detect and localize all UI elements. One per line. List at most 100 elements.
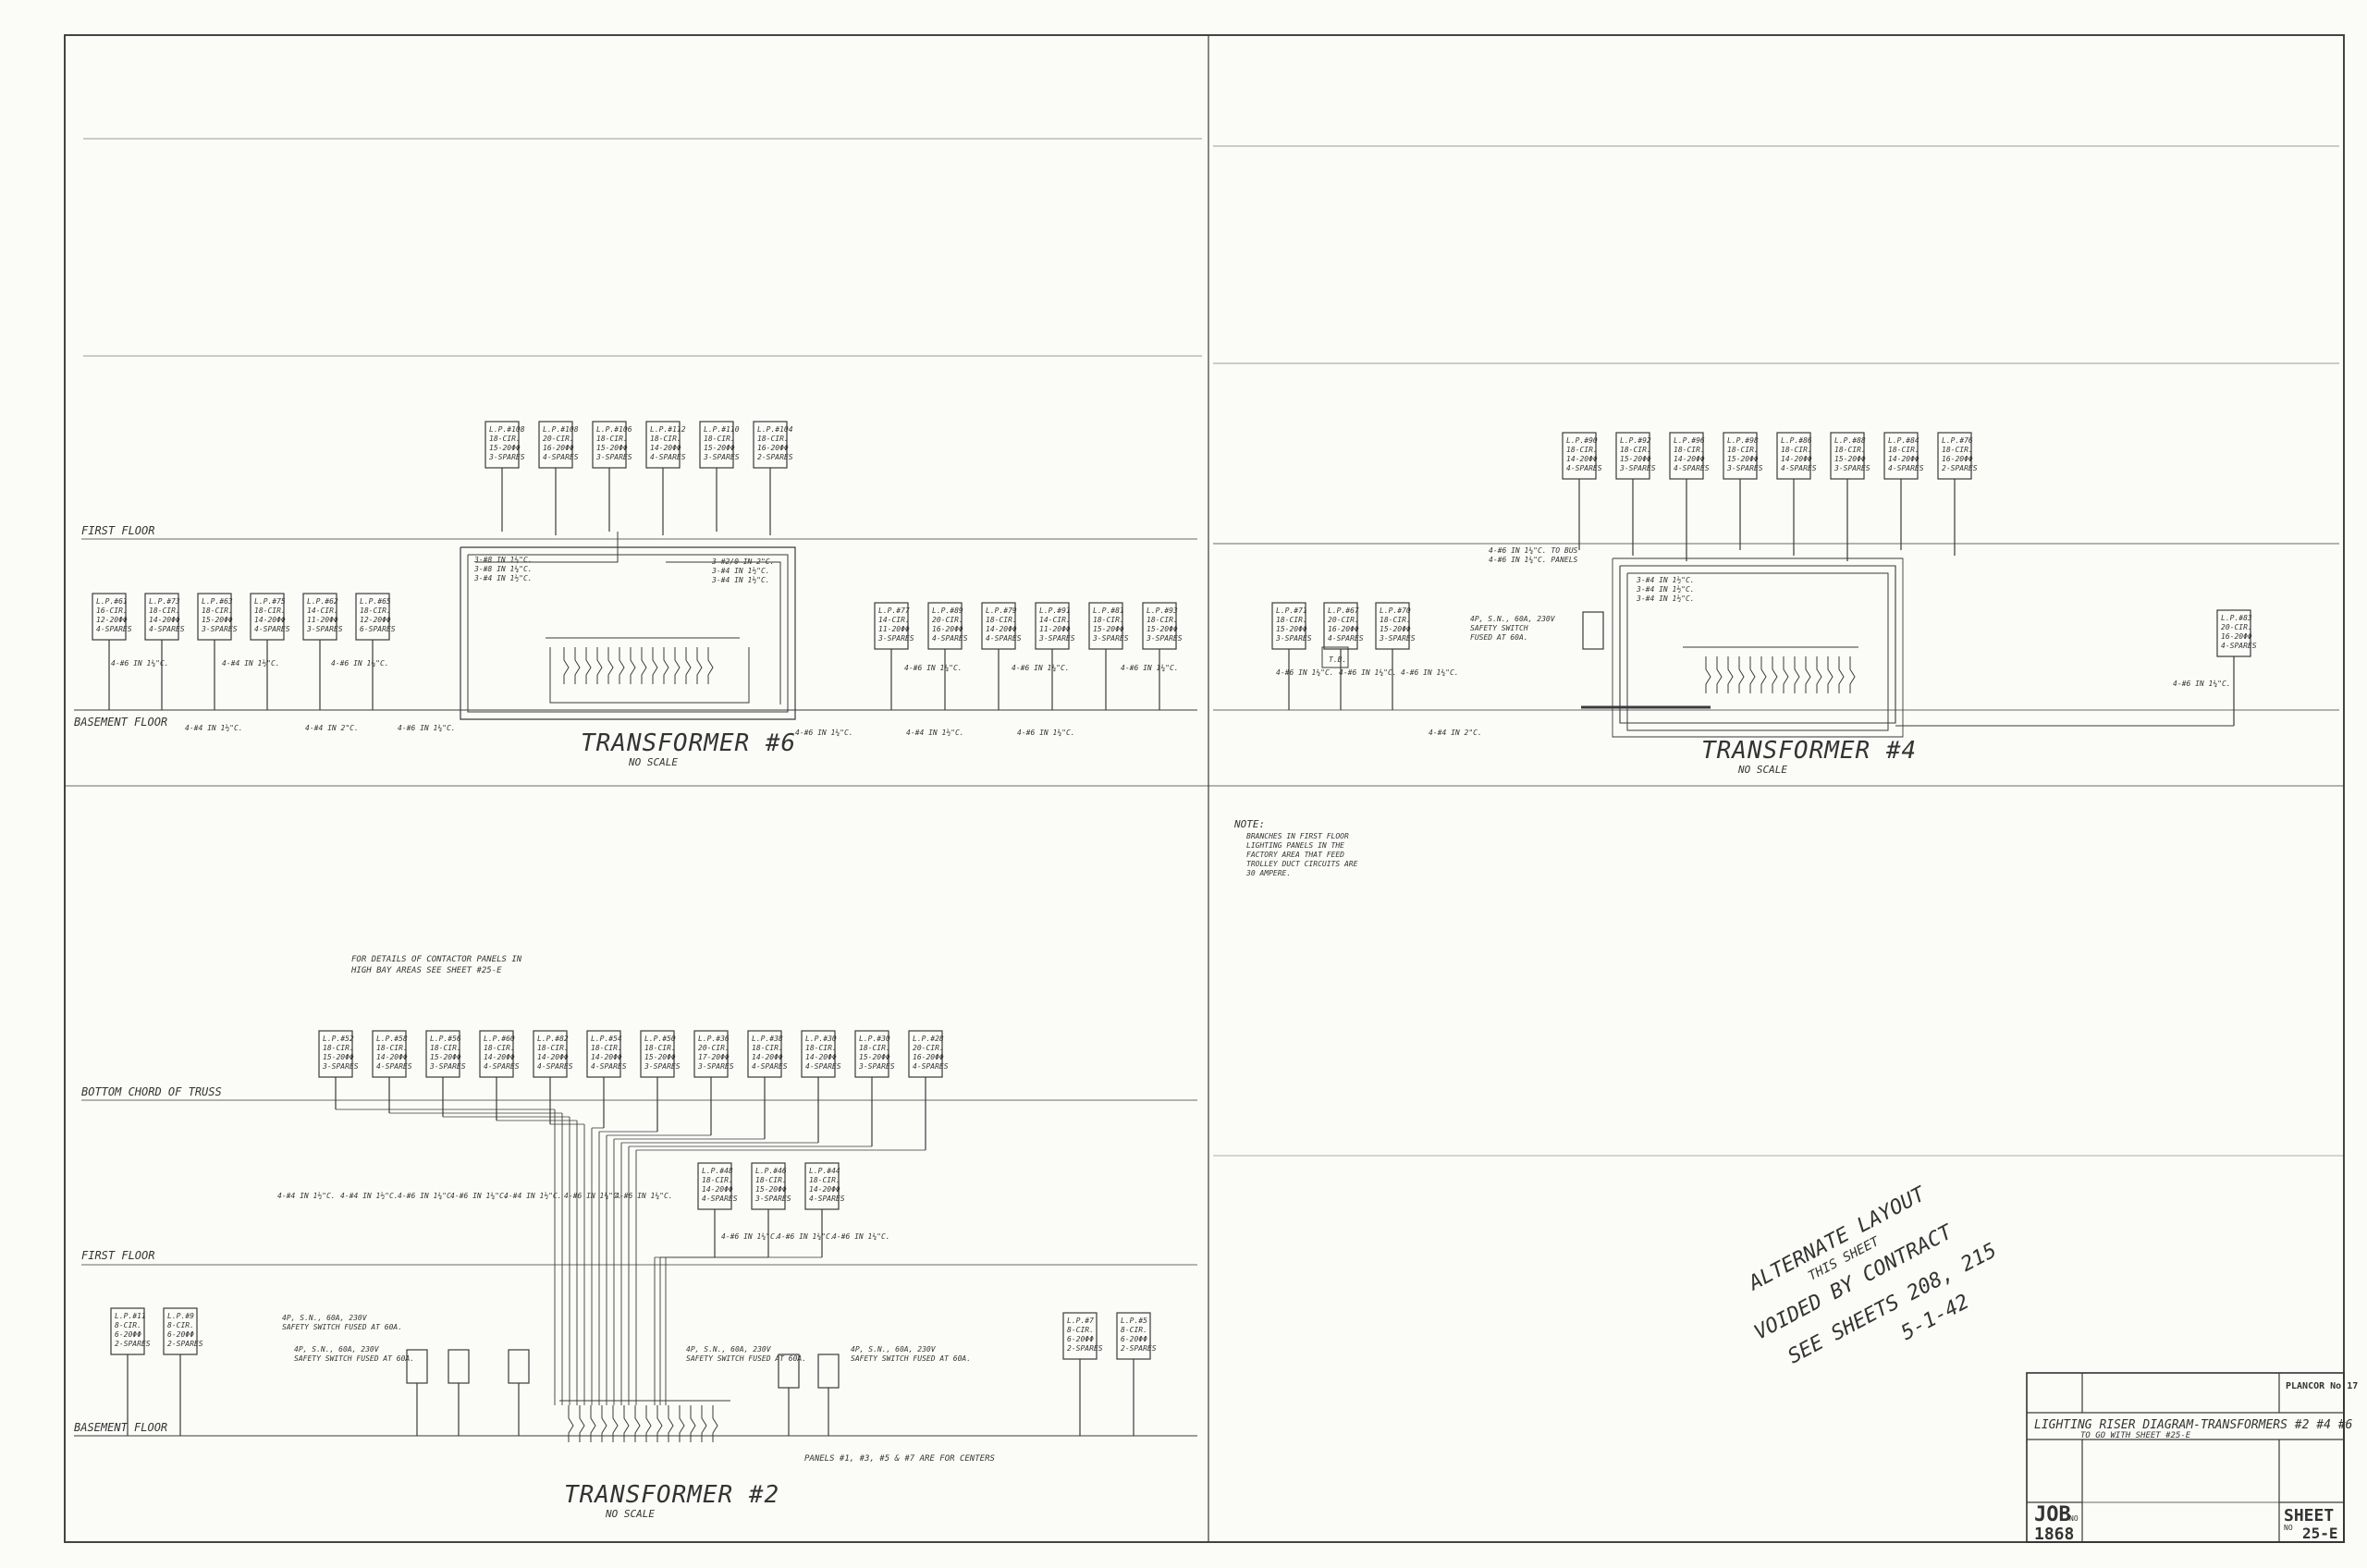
- panel-text: 4-SPARES: [752, 1062, 788, 1071]
- panel-text: 18-CIR.: [323, 1044, 354, 1052]
- safety-switch: [448, 1349, 470, 1384]
- panel-text: 3-SPARES: [306, 625, 343, 633]
- breaker: [656, 1405, 663, 1442]
- sheet-number: 25-E: [2302, 1525, 2338, 1542]
- panel-text: 15-20ΦΦ: [596, 444, 628, 452]
- panel-text: 18-CIR.: [376, 1044, 408, 1052]
- breaker: [679, 1405, 685, 1442]
- panel-text: L.P.#63: [202, 597, 233, 606]
- riser-note: 3-#4 IN 1½"C.: [711, 575, 770, 584]
- panel-text: L.P.#76: [1942, 436, 1973, 445]
- floor-label-basement: BASEMENT FLOOR: [74, 716, 167, 729]
- panel-text: 4-SPARES: [650, 453, 686, 461]
- panel-text: 18-CIR.: [1727, 446, 1759, 454]
- panel-text: 3-SPARES: [201, 625, 238, 633]
- panel-text: 3-SPARES: [1726, 464, 1763, 472]
- panel-text: 18-CIR.: [805, 1044, 837, 1052]
- panel-text: 3-SPARES: [595, 453, 632, 461]
- panel-text: 14-CIR.: [1039, 616, 1071, 624]
- panel-text: L.P.#108: [489, 425, 525, 434]
- panel-text: 14-20ΦΦ: [484, 1053, 515, 1061]
- breaker: [1705, 656, 1711, 693]
- switchboard-breakers: [568, 1405, 718, 1442]
- panel-text: 20-CIR.: [932, 616, 963, 624]
- switch-note: SAFETY SWITCH FUSED AT 60A.: [282, 1323, 402, 1331]
- [object Object]: CURTISS WRIGHT CORPORATION: [2088, 0, 2247, 3]
- note-body: FACTORY AREA THAT FEED: [1246, 851, 1344, 859]
- panel-text: 18-CIR.: [757, 435, 789, 443]
- panel-text: 18-CIR.: [591, 1044, 622, 1052]
- panel-text: 15-20ΦΦ: [1093, 625, 1124, 633]
- panel-text: 6-20ΦΦ: [1067, 1335, 1094, 1343]
- transformer-title: TRANSFORMER #4: [1701, 737, 1917, 765]
- safety-switch: [817, 1354, 840, 1389]
- [object Object]: ACCORDANCE WITH THE ESPIONAGE ACT.: [2086, 0, 2294, 3]
- panel-text: L.P.#70: [1380, 606, 1411, 615]
- panel-text: L.P.#54: [591, 1035, 622, 1043]
- panel-text: 6-20ΦΦ: [167, 1330, 194, 1339]
- panel-text: 3-SPARES: [1038, 634, 1075, 643]
- safety-switch: [508, 1349, 530, 1384]
- panel-text: 15-20ΦΦ: [644, 1053, 676, 1061]
- panel-text: 2-SPARES: [757, 453, 793, 461]
- terminal-label: T.B.: [1329, 655, 1346, 664]
- panel-text: 14-20ΦΦ: [149, 616, 180, 624]
- feeder-note: 4-#6 IN 1¼"C.: [2173, 680, 2231, 688]
- panel-text: 3-SPARES: [1379, 634, 1416, 643]
- switch-note: SAFETY SWITCH FUSED AT 60A.: [851, 1354, 971, 1363]
- riser-note: 3-#4 IN 1½"C.: [1636, 575, 1695, 584]
- feeder-note: 4-#4 IN 1½"C.: [185, 723, 243, 732]
- panel-text: 2-SPARES: [115, 1340, 151, 1348]
- feeder-note: 4-#6 IN 1¼"C.: [777, 1232, 835, 1241]
- breaker: [1772, 656, 1778, 693]
- panel-text: 3-SPARES: [1619, 464, 1656, 472]
- panel-text: 3-SPARES: [322, 1062, 359, 1071]
- breaker: [1760, 656, 1767, 693]
- breaker: [690, 1405, 696, 1442]
- panel-text: 20-CIR.: [913, 1044, 944, 1052]
- panel-text: 14-CIR.: [878, 616, 910, 624]
- switch-note: SAFETY SWITCH FUSED AT 60A.: [686, 1354, 806, 1363]
- panel-text: L.P.#83: [2221, 614, 2252, 622]
- [object Object]: FACTORY AND OFFICE BUILDING: [2088, 0, 2253, 3]
- panel-text: 3-SPARES: [754, 1194, 791, 1203]
- panel-text: L.P.#44: [809, 1167, 840, 1175]
- panel-text: 16-20ΦΦ: [1328, 625, 1359, 633]
- [object Object]: ALBERT KAHN ASSOCIATED: [2088, 0, 2223, 3]
- panel-text: 4-SPARES: [1674, 464, 1710, 472]
- panel-text: 18-CIR.: [809, 1176, 840, 1184]
- riser-bus: [1619, 565, 1896, 724]
- riser-note: 3-#8 IN 1¼"C.: [473, 565, 533, 573]
- panel-text: L.P.#77: [878, 606, 910, 615]
- feeder-note: 4-#6 IN 1¼"C.: [564, 1192, 622, 1200]
- job-no-label: NO: [2069, 1514, 2079, 1523]
- panel-text: 14-20ΦΦ: [1781, 455, 1812, 463]
- panel-text: L.P.#110: [704, 425, 740, 434]
- panel-text: 14-20ΦΦ: [1888, 455, 1919, 463]
- panel-text: 11-20ΦΦ: [878, 625, 910, 633]
- breaker: [641, 647, 647, 684]
- panel-text: 4-SPARES: [537, 1062, 573, 1071]
- panel-text: 18-CIR.: [360, 606, 391, 615]
- riser-note: 3-#4 IN 1½"C.: [711, 566, 770, 575]
- panel-text: 14-20ΦΦ: [809, 1185, 840, 1194]
- breaker: [634, 1405, 641, 1442]
- panel-text: 16-20ΦΦ: [932, 625, 963, 633]
- panel-text: 16-20ΦΦ: [1942, 455, 1973, 463]
- panel-text: 14-20ΦΦ: [254, 616, 286, 624]
- breaker: [630, 647, 636, 684]
- riser-bus: [1612, 557, 1904, 738]
- panel-text: 8-CIR.: [1067, 1326, 1094, 1334]
- breaker: [1738, 656, 1745, 693]
- breaker: [585, 647, 592, 684]
- panel-text: 18-CIR.: [704, 435, 735, 443]
- feeder-note: 4-#6 IN 1¼"C.: [398, 724, 456, 732]
- breaker: [1783, 656, 1789, 693]
- feeder-note: 4-#6 IN 1¼"C.: [795, 729, 853, 737]
- switch-note: 4P, S.N., 60A, 230V: [1470, 615, 1556, 623]
- panel-text: 18-CIR.: [1566, 446, 1598, 454]
- scale-label: NO SCALE: [605, 1508, 655, 1520]
- panel-text: 18-CIR.: [484, 1044, 515, 1052]
- panel-text: 11-20ΦΦ: [1039, 625, 1071, 633]
- panel-text: L.P.#7: [1067, 1317, 1094, 1325]
